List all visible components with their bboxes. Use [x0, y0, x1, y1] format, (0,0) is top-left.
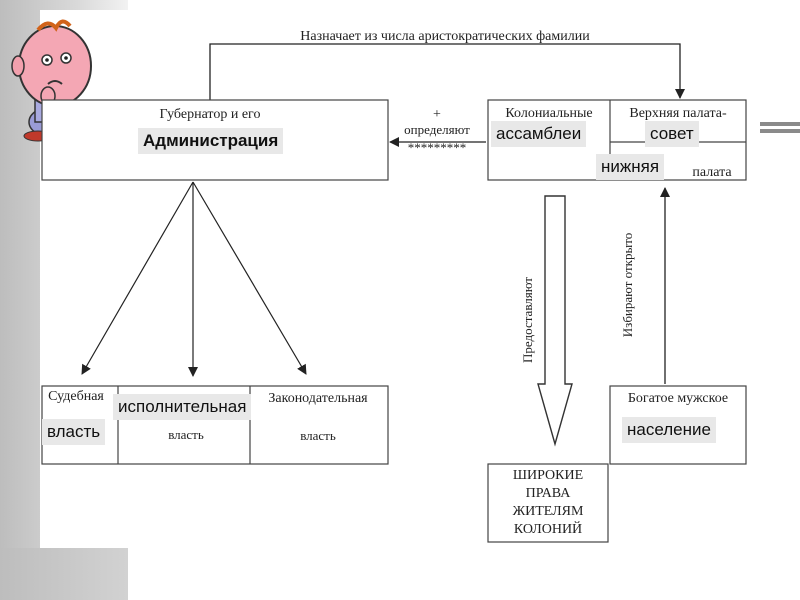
legislative-arrow — [192, 181, 307, 375]
executive-text: власть — [168, 427, 204, 442]
rights-line-2: ПРАВА — [526, 486, 572, 501]
governor-highlight-label: Администрация — [138, 128, 284, 154]
decoration-bar — [760, 122, 800, 126]
determine-text: определяют — [404, 122, 470, 137]
slide-decoration-bars — [760, 122, 800, 136]
governor-header: Губернатор и его — [160, 107, 261, 122]
population-highlight-label: население — [622, 417, 716, 443]
judicial-header: Судебная — [48, 389, 104, 404]
upper-house-highlight-label: совет — [645, 121, 699, 147]
determine-stars: ********* — [408, 140, 467, 155]
colonial-highlight-label: ассамблеи — [491, 121, 587, 147]
colonial-header: Колониальные — [505, 106, 592, 121]
appoint-label: Назначает из числа аристократических фам… — [300, 29, 590, 44]
judicial-arrow — [81, 181, 194, 375]
provide-label: Предоставляют — [520, 277, 535, 363]
provide-block-arrow — [537, 195, 573, 447]
rights-line-1: ШИРОКИЕ — [513, 468, 583, 483]
appoint-connector-arrow — [209, 43, 685, 100]
lower-house-highlight-label: нижняя — [596, 154, 665, 180]
upper-house-header: Верхняя палата- — [629, 106, 727, 121]
population-header: Богатое мужское — [628, 391, 728, 406]
left-gradient-bottom — [0, 548, 128, 600]
determine-plus: + — [433, 107, 441, 122]
rights-line-3: ЖИТЕЛЯМ — [513, 504, 584, 519]
legislative-header: Законодательная — [268, 391, 368, 406]
elect-label: Избирают открыто — [620, 233, 635, 337]
rights-line-4: КОЛОНИЙ — [514, 520, 582, 537]
lower-house-text: палата — [692, 165, 732, 180]
decoration-bar — [760, 129, 800, 133]
legislative-text: власть — [300, 428, 336, 443]
judicial-highlight-label: власть — [42, 419, 106, 445]
rights-box — [487, 463, 609, 543]
executive-highlight-label: исполнительная — [113, 394, 252, 420]
